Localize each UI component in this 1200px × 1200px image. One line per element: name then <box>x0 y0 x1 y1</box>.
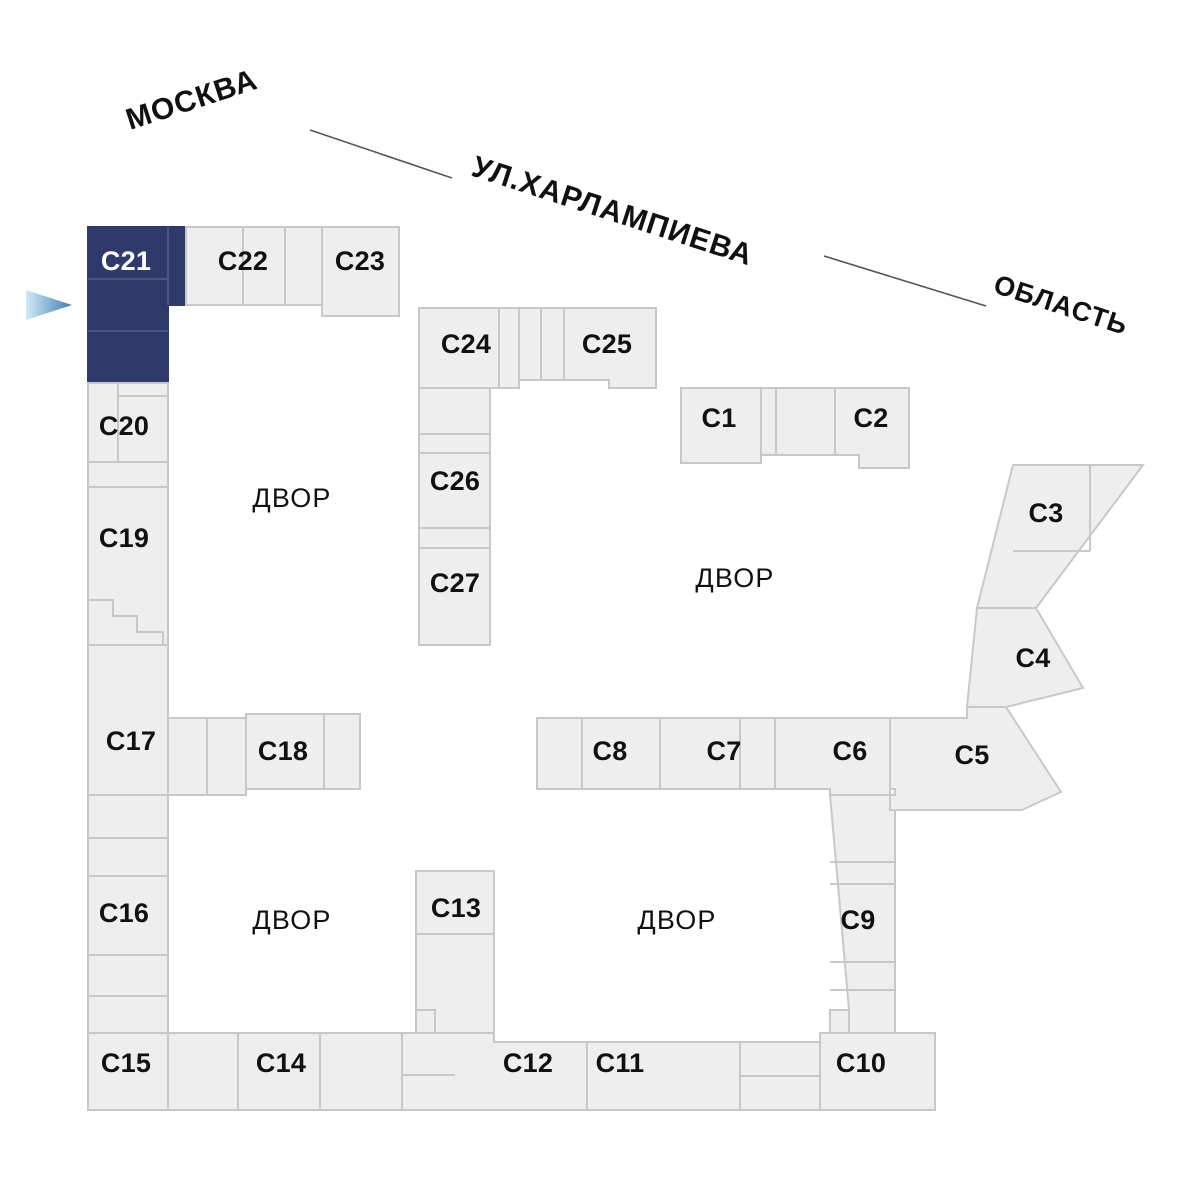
leader-line-moskva <box>309 129 453 179</box>
building-label-c6: C6 <box>833 736 868 766</box>
building-label-c16: C16 <box>99 898 149 928</box>
yard-label-yard-nw: ДВОР <box>252 483 331 513</box>
location-arrow-icon[interactable] <box>26 290 72 320</box>
building-c23[interactable] <box>321 226 400 317</box>
buildings-layer <box>87 226 1145 1111</box>
building-c1b[interactable] <box>760 387 836 456</box>
building-label-c14: C14 <box>256 1048 306 1078</box>
building-label-c19: C19 <box>99 523 149 553</box>
building-label-c17: C17 <box>106 726 156 756</box>
leader-line-oblast <box>823 255 987 307</box>
building-c13b[interactable] <box>402 1009 436 1034</box>
building-label-c21: C21 <box>101 246 151 276</box>
building-c5[interactable] <box>889 706 1063 811</box>
yard-label-yard-ne: ДВОР <box>695 563 774 593</box>
building-c2[interactable] <box>834 387 910 469</box>
building-label-c11: C11 <box>596 1048 645 1078</box>
building-c1[interactable] <box>680 387 762 464</box>
street-label-harlampieva: УЛ.ХАРЛАМПИЕВА <box>468 150 757 272</box>
building-c26[interactable] <box>418 387 491 529</box>
building-label-c10: C10 <box>836 1048 886 1078</box>
street-leader-lines <box>309 129 987 307</box>
building-c25[interactable] <box>563 307 657 389</box>
street-label-oblast: ОБЛАСТЬ <box>990 269 1132 341</box>
building-c27[interactable] <box>418 527 491 646</box>
building-label-c7: C7 <box>707 736 742 766</box>
yard-labels-layer: ДВОР ДВОР ДВОР ДВОР <box>252 483 774 935</box>
building-c10[interactable] <box>819 1032 936 1111</box>
building-label-c13: C13 <box>431 893 481 923</box>
building-label-c8: C8 <box>593 736 628 766</box>
building-label-c22: C22 <box>218 246 268 276</box>
building-dividers-layer <box>88 227 1091 1110</box>
building-label-c4: C4 <box>1016 643 1051 673</box>
building-label-c5: C5 <box>955 740 990 770</box>
building-label-c2: C2 <box>854 403 889 433</box>
divider-c19-0 <box>88 599 164 645</box>
divider-c9-4 <box>830 1009 850 1033</box>
building-c19[interactable] <box>87 486 169 646</box>
building-label-c25: C25 <box>582 329 632 359</box>
yard-label-yard-se: ДВОР <box>637 905 716 935</box>
building-c3[interactable] <box>975 464 1145 609</box>
building-label-c27: C27 <box>430 568 480 598</box>
building-c24[interactable] <box>418 307 520 389</box>
building-c20b[interactable] <box>87 461 169 488</box>
building-label-c1: C1 <box>702 403 737 433</box>
building-c12[interactable] <box>401 1032 588 1111</box>
building-label-c18: C18 <box>258 736 308 766</box>
building-label-c15: C15 <box>101 1048 151 1078</box>
building-label-c24: C24 <box>441 329 491 359</box>
building-label-c23: C23 <box>335 246 385 276</box>
building-label-c3: C3 <box>1029 498 1064 528</box>
building-label-c20: C20 <box>99 411 149 441</box>
building-label-c12: C12 <box>503 1048 553 1078</box>
building-label-c9: C9 <box>841 905 876 935</box>
building-label-c26: C26 <box>430 466 480 496</box>
street-label-moskva: МОСКВА <box>122 63 262 136</box>
yard-label-yard-sw: ДВОР <box>252 905 331 935</box>
building-c18[interactable] <box>245 713 361 790</box>
